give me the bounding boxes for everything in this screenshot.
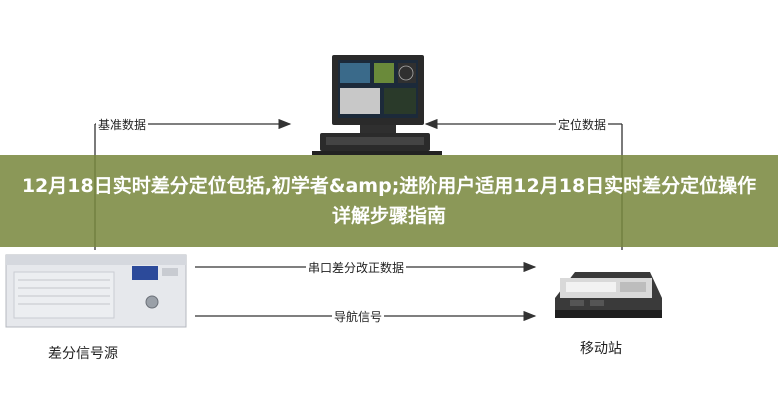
label-rtcm-correction: 串口差分改正数据 [306,259,407,276]
caption-base-station: 差分信号源 [48,346,118,362]
banner-title: 12月18日实时差分定位包括,初学者&amp;进阶用户适用12月18日实时差分定… [21,175,757,227]
caption-mobile-station: 移动站 [580,341,622,357]
label-navigation-signal: 导航信号 [332,308,385,325]
mobile-station-device [555,272,662,318]
label-reference-data: 基准数据 [96,116,149,133]
label-positioning-data: 定位数据 [556,116,609,133]
computer-workstation [312,55,442,155]
base-station-device [5,254,187,328]
title-banner: 12月18日实时差分定位包括,初学者&amp;进阶用户适用12月18日实时差分定… [0,155,778,247]
